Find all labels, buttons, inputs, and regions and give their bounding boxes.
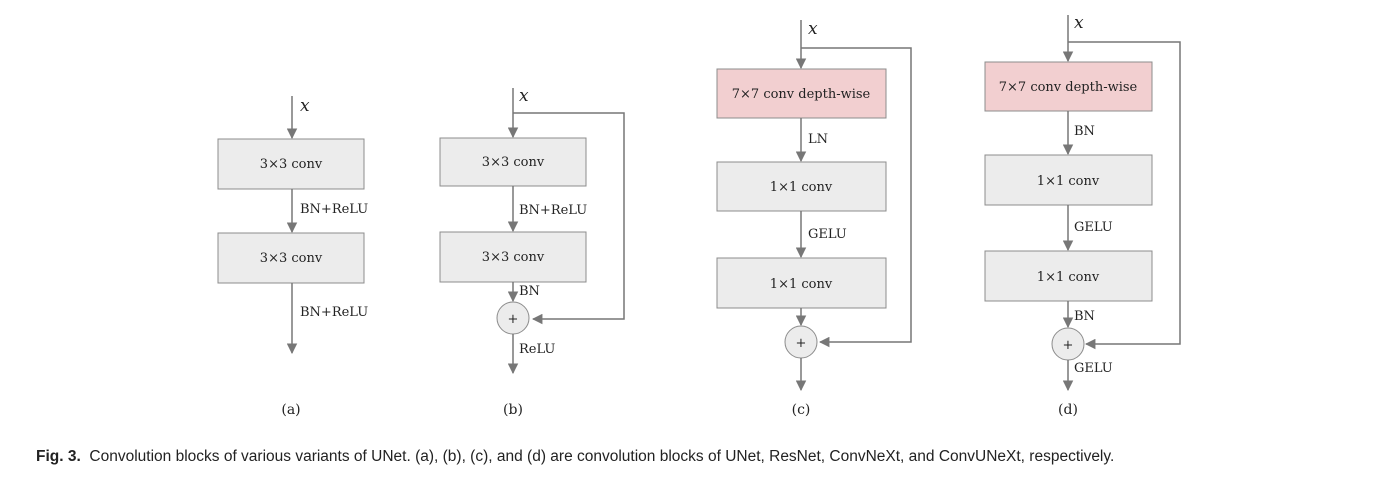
conv-box-label: 1×1 conv [770, 180, 833, 195]
block-a: x 3×3 conv BN+ReLU 3×3 conv BN+ReLU (a) [217, 96, 368, 418]
plus-icon: + [1063, 338, 1074, 353]
depthwise-conv-box [716, 68, 887, 119]
input-x-label: x [300, 96, 310, 116]
input-x-label: x [1074, 13, 1084, 33]
activation-label: GELU [808, 227, 847, 242]
figure-caption: Fig. 3. Convolution blocks of various va… [36, 448, 1346, 466]
diagram-canvas: x 3×3 conv BN+ReLU 3×3 conv BN+ReLU (a) … [217, 13, 1181, 418]
block-b: x 3×3 conv BN+ReLU 3×3 conv BN + ReLU (b… [439, 86, 625, 418]
subfigure-label: (a) [281, 402, 300, 418]
conv-box-label: 1×1 conv [770, 277, 833, 292]
input-x-label: x [808, 19, 818, 39]
block-d: x 7×7 conv depth-wise BN 1×1 conv GELU 1… [984, 13, 1181, 418]
conv-box-label: 1×1 conv [1037, 174, 1100, 189]
conv-box-label: 1×1 conv [1037, 270, 1100, 285]
subfigure-label: (b) [503, 402, 523, 418]
conv-box [716, 257, 887, 309]
conv-box [439, 137, 587, 187]
activation-label: BN+ReLU [300, 305, 368, 320]
subfigure-label: (c) [792, 402, 811, 418]
conv-box [984, 250, 1153, 302]
caption-prefix: Fig. 3. [36, 448, 81, 465]
norm-label: BN [519, 284, 540, 299]
skip-connection [513, 112, 625, 325]
activation-label: BN+ReLU [519, 203, 587, 218]
input-x-label: x [519, 86, 529, 106]
conv-box-label: 3×3 conv [260, 157, 323, 172]
plus-icon: + [796, 336, 807, 351]
conv-box-label: 7×7 conv depth-wise [732, 87, 871, 102]
activation-label: BN+ReLU [300, 202, 368, 217]
conv-box [217, 232, 365, 284]
subfigure-label: (d) [1058, 402, 1078, 418]
norm-label: BN [1074, 309, 1095, 324]
conv-box-label: 7×7 conv depth-wise [999, 80, 1138, 95]
conv-box [217, 138, 365, 190]
conv-box [984, 154, 1153, 206]
block-c: x 7×7 conv depth-wise LN 1×1 conv GELU 1… [716, 19, 912, 418]
conv-box [716, 161, 887, 212]
conv-box-label: 3×3 conv [260, 251, 323, 266]
depthwise-conv-box [984, 61, 1153, 112]
skip-connection [1068, 41, 1181, 350]
norm-label: LN [808, 132, 828, 147]
conv-box-label: 3×3 conv [482, 155, 545, 170]
activation-label: ReLU [519, 342, 555, 357]
caption-text: Convolution blocks of various variants o… [89, 448, 1115, 465]
conv-box [439, 231, 587, 283]
activation-label: GELU [1074, 361, 1113, 376]
norm-label: BN [1074, 124, 1095, 139]
skip-connection [801, 47, 912, 348]
activation-label: GELU [1074, 220, 1113, 235]
conv-box-label: 3×3 conv [482, 250, 545, 265]
plus-icon: + [508, 312, 519, 327]
